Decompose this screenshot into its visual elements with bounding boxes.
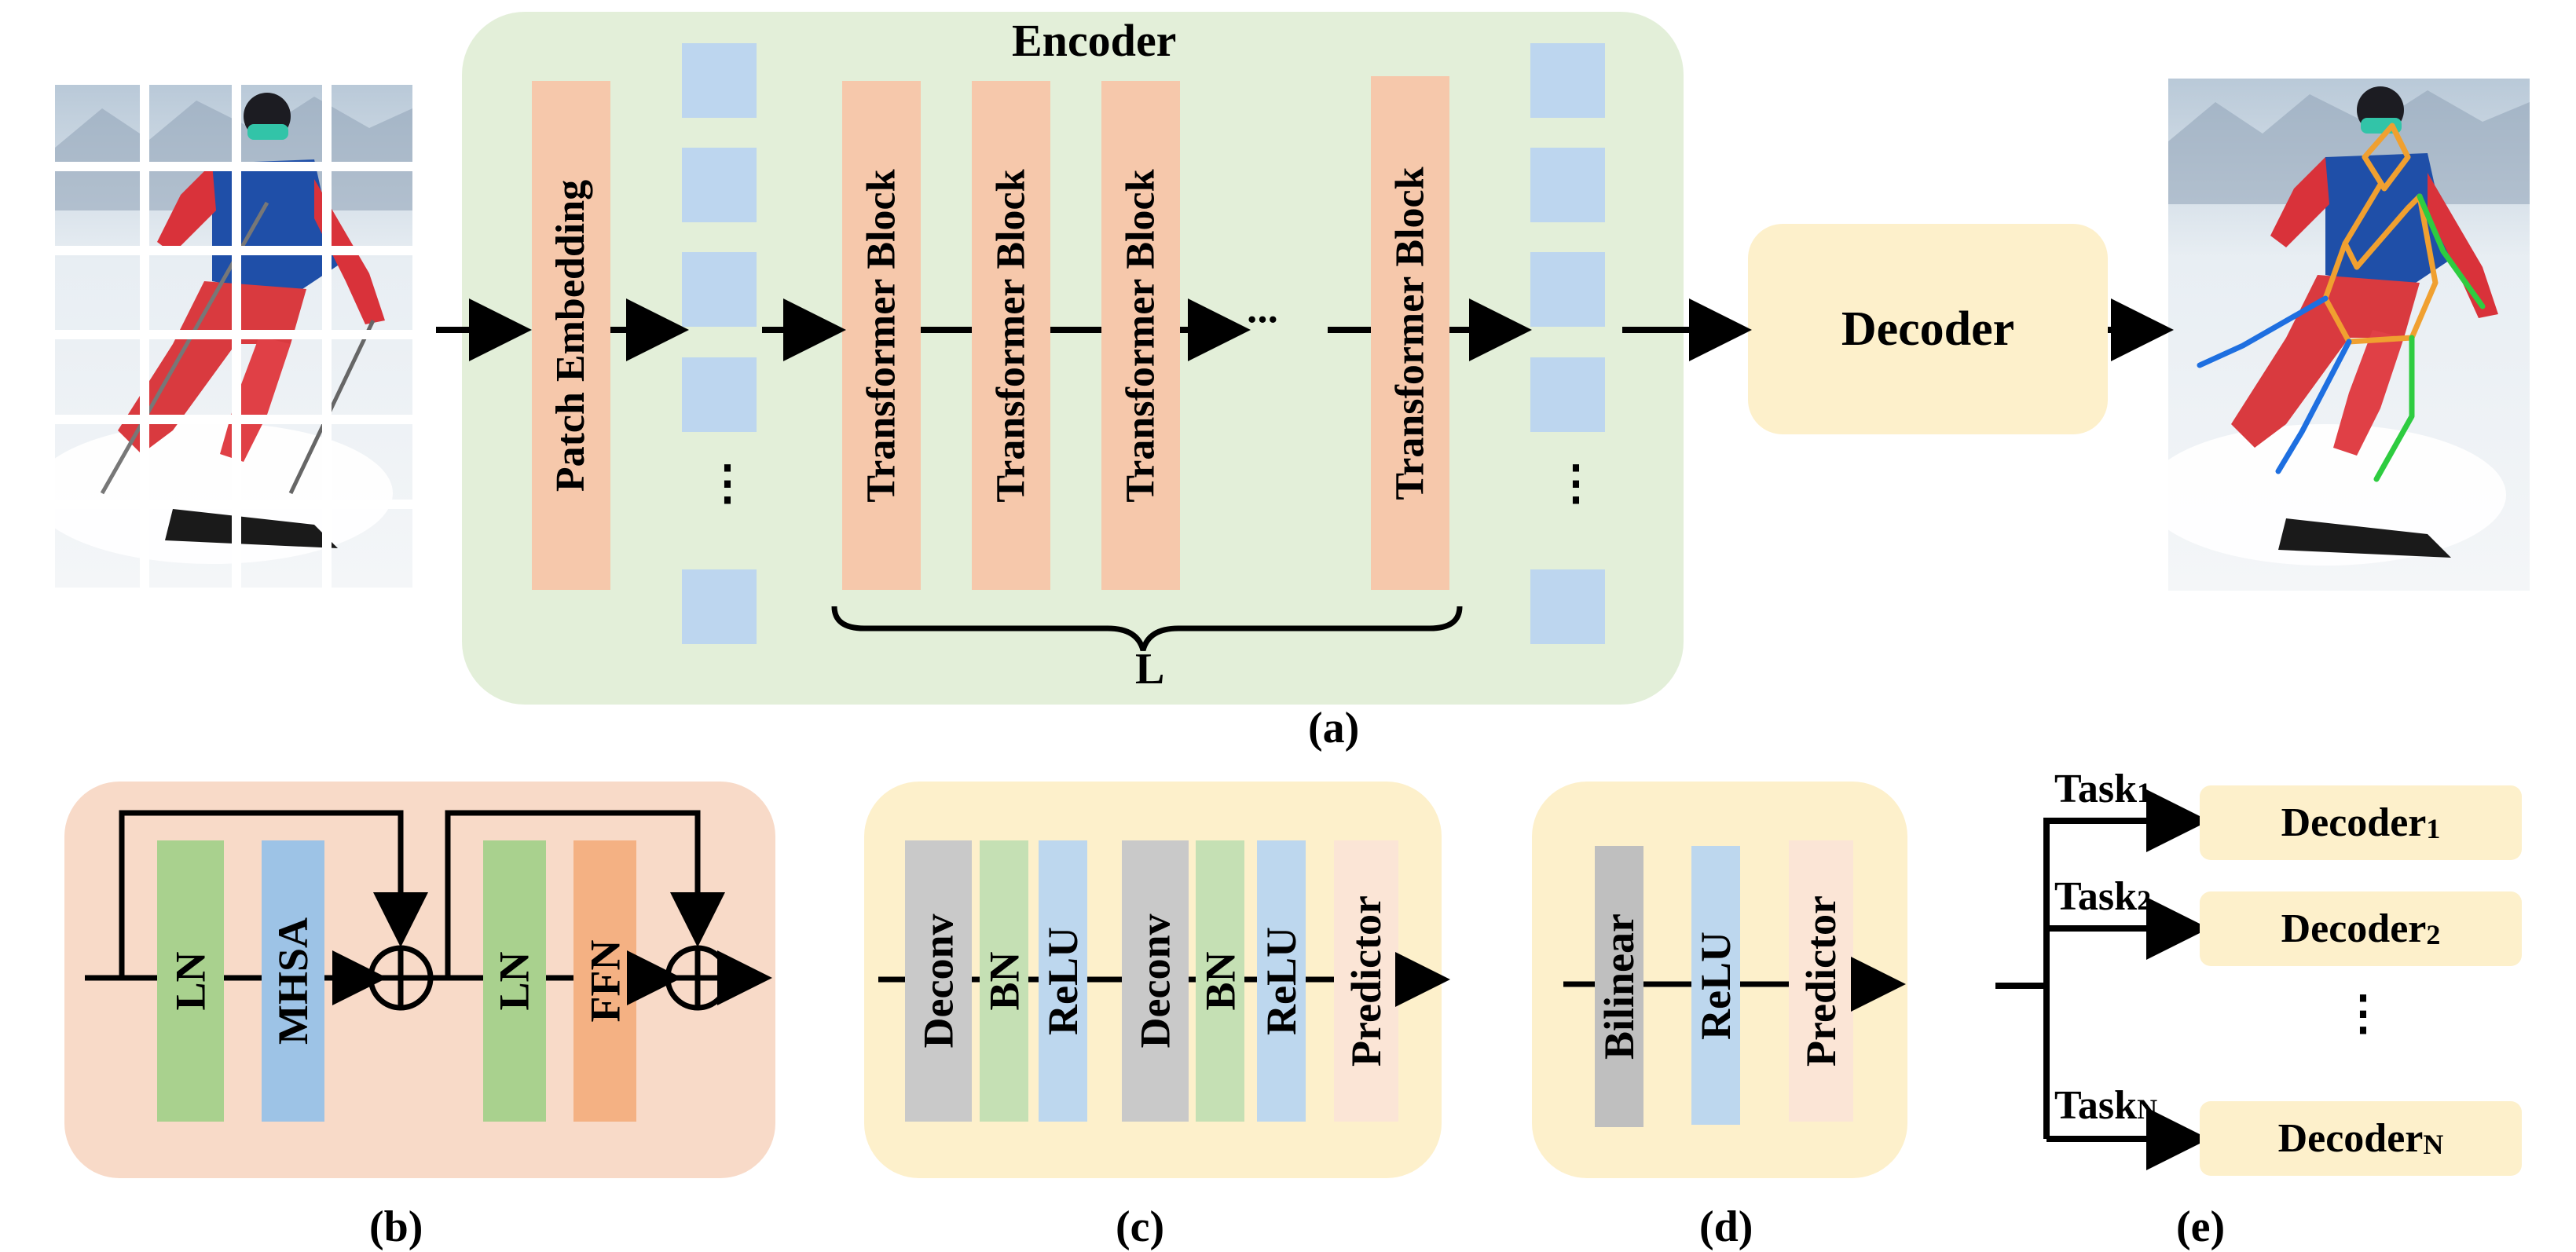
transformer-block-1: Transformer Block [842, 81, 921, 590]
task-label-n: TaskN [2054, 1083, 2158, 1128]
encoder-title: Encoder [1012, 15, 1177, 66]
token-column-2: ⋮ [1530, 43, 1605, 644]
deconv-block-1: Deconv [905, 840, 972, 1122]
repeat-label-L: L [1135, 645, 1165, 694]
token [682, 43, 757, 118]
token-ellipsis: ⋮ [704, 457, 751, 509]
transformer-block-last: Transformer Block [1371, 76, 1449, 590]
token [682, 569, 757, 644]
predictor-block-c: Predictor [1334, 840, 1398, 1122]
caption-a: (a) [1308, 704, 1360, 752]
add-node-2 [665, 945, 731, 1011]
decoder-label: Decoder [1841, 302, 2015, 356]
task-label-1: Task1 [2054, 767, 2152, 811]
token [682, 252, 757, 327]
pose-skeleton [2197, 123, 2486, 482]
bn-block-2: BN [1196, 840, 1244, 1122]
caption-d: (d) [1699, 1203, 1753, 1251]
token [1530, 357, 1605, 432]
bn-block-1: BN [980, 840, 1028, 1122]
bilinear-block: Bilinear [1595, 846, 1643, 1127]
relu-block-1: ReLU [1039, 840, 1087, 1122]
output-image-pose [2145, 79, 2530, 591]
patch-grid [55, 85, 412, 588]
decoder-box: Decoder [1748, 224, 2108, 434]
input-image-patches [31, 85, 412, 588]
transformer-ellipsis: ··· [1245, 298, 1280, 342]
repeat-brace [831, 606, 1463, 652]
transformer-block-2: Transformer Block [972, 81, 1050, 590]
caption-e: (e) [2176, 1203, 2226, 1251]
token [1530, 252, 1605, 327]
token [1530, 43, 1605, 118]
predictor-block-d: Predictor [1789, 840, 1853, 1122]
token [1530, 148, 1605, 222]
token [1530, 569, 1605, 644]
deconv-block-2: Deconv [1122, 840, 1189, 1122]
token-ellipsis: ⋮ [1552, 457, 1599, 509]
ln-block-2: LN [483, 840, 546, 1122]
token-column-1: ⋮ [682, 43, 757, 644]
token [682, 148, 757, 222]
ffn-block: FFN [573, 840, 636, 1122]
caption-c: (c) [1116, 1203, 1165, 1251]
token [682, 357, 757, 432]
ln-block-1: LN [157, 840, 224, 1122]
task-label-2: Task2 [2054, 874, 2152, 919]
mhsa-block: MHSA [262, 840, 324, 1122]
add-node-1 [368, 945, 434, 1011]
transformer-block-3: Transformer Block [1101, 81, 1180, 590]
relu-block-d: ReLU [1691, 846, 1740, 1125]
patch-embedding-block: Patch Embedding [532, 81, 610, 590]
decoder-ellipsis: ⋮ [2340, 987, 2387, 1039]
caption-b: (b) [369, 1203, 423, 1251]
relu-block-2: ReLU [1257, 840, 1306, 1122]
